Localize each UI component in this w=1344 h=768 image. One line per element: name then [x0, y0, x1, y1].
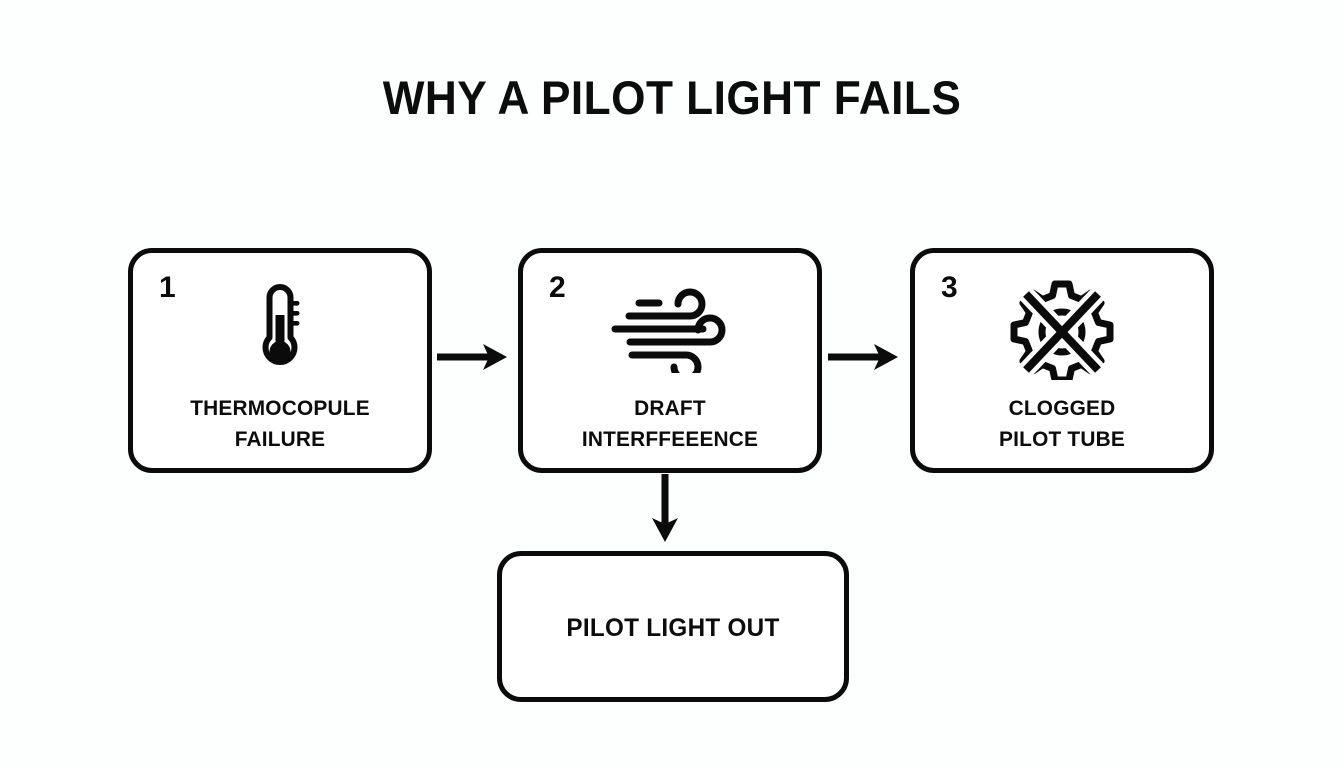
- step-label-3: CLOGGED PILOT TUBE: [999, 396, 1125, 451]
- outcome-label: PILOT LIGHT OUT: [566, 614, 780, 642]
- outcome-card[interactable]: PILOT LIGHT OUT: [497, 551, 849, 702]
- page-title: WHY A PILOT LIGHT FAILS: [382, 71, 962, 124]
- thermometer-icon: [133, 277, 427, 381]
- step-number-3: 3: [941, 271, 958, 304]
- wind-icon: [523, 277, 817, 381]
- crossed-out-gear-icon: [915, 277, 1209, 381]
- step-card-3[interactable]: 3 CLOGGED PILOT TUBE: [910, 248, 1214, 473]
- arrow-step1-to-step2: [437, 340, 511, 379]
- step-number-2: 2: [549, 271, 566, 304]
- arrow-step2-to-step3: [828, 340, 902, 379]
- arrow-step2-to-outcome: [648, 474, 682, 551]
- step-number-1: 1: [159, 271, 176, 304]
- step-card-2[interactable]: 2 DRAFT INTERFFEEENCE: [518, 248, 822, 473]
- step-label-1: THERMOCOPULE FAILURE: [190, 396, 370, 451]
- step-label-2: DRAFT INTERFFEEENCE: [581, 396, 759, 451]
- step-card-1[interactable]: 1 THERMOCOPULE FAILURE: [128, 248, 432, 473]
